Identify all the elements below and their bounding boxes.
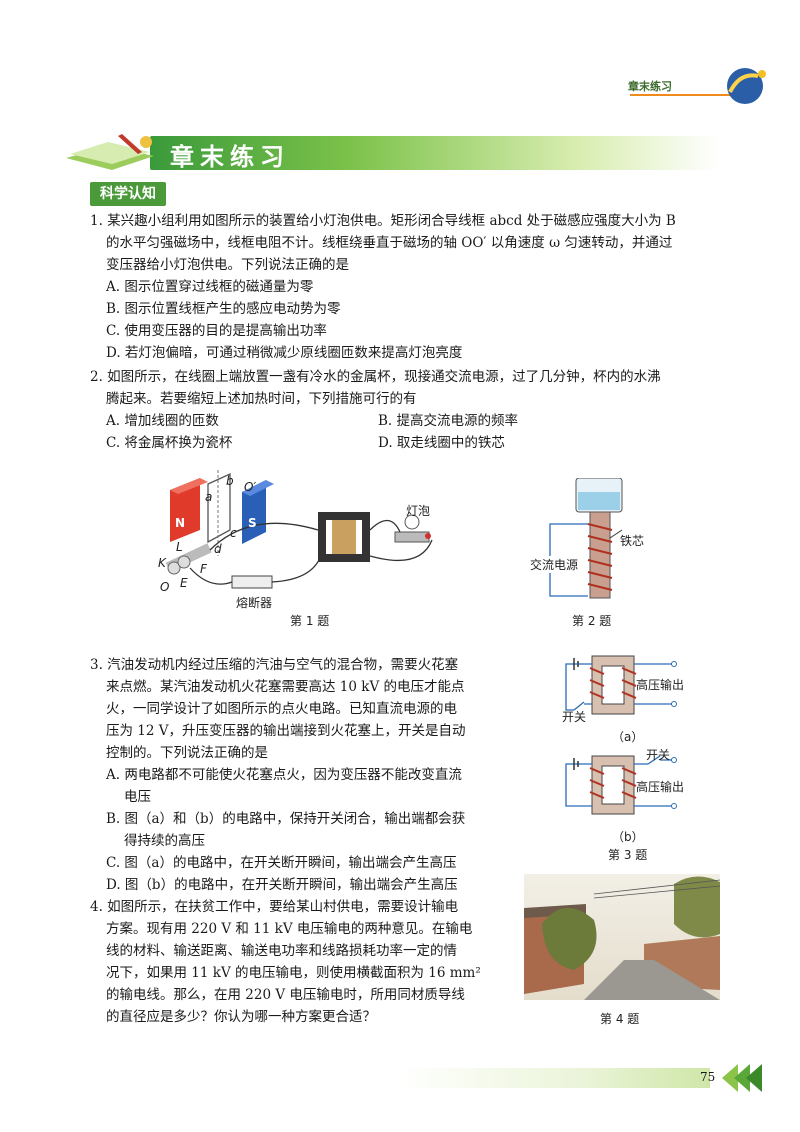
- figure-1-generator-circuit: [165, 470, 433, 589]
- magnet-s-label: S: [248, 516, 257, 530]
- question-3-line-4: 压为 12 V，升压变压器的输出端接到火花塞上，开关是自动: [106, 723, 466, 739]
- figure-2-induction-heater: [549, 478, 623, 599]
- figure-4-village-photo: [524, 874, 720, 1000]
- coil-label-d: d: [214, 542, 222, 556]
- coil-label-b: b: [226, 474, 234, 488]
- question-4-line-5: 的输电线。那么，在用 220 V 电压输电时，所用同材质导线: [106, 987, 465, 1003]
- question-4-line-3: 线的材料、输送距离、输送电功率和线路损耗功率一定的情: [106, 943, 457, 959]
- question-1-option-d: D. 若灯泡偏暗，可通过稍微减少原线圈匝数来提高灯泡亮度: [106, 345, 463, 361]
- question-3-line-5: 控制的。下列说法正确的是: [106, 745, 268, 761]
- figure-3a-tag: （a）: [612, 730, 644, 744]
- brush-label-k: K: [158, 556, 166, 570]
- question-3-option-c: C. 图（a）的电路中，在开关断开瞬间，输出端会产生高压: [106, 855, 457, 871]
- question-2-option-c: C. 将金属杯换为瓷杯: [106, 435, 233, 451]
- question-2-option-d: D. 取走线圈中的铁芯: [378, 435, 505, 451]
- question-2-option-a: A. 增加线圈的匝数: [106, 413, 219, 429]
- page-chevron-icon: [722, 1064, 762, 1092]
- coil-label-a: a: [205, 490, 213, 504]
- open-book-icon: [66, 134, 154, 170]
- figure-3-caption: 第 3 题: [608, 848, 648, 862]
- question-1-line-3: 变压器给小灯泡供电。下列说法正确的是: [106, 257, 349, 273]
- chapter-emblem-icon: [727, 68, 766, 104]
- question-2-line-1: 2. 如图所示，在线圈上端放置一盏有冷水的金属杯，现接通交流电源，过了几分钟，杯…: [90, 369, 661, 385]
- coil-label-c: c: [230, 526, 237, 540]
- figure-1-caption: 第 1 题: [290, 614, 330, 628]
- question-3-option-b: B. 图（a）和（b）的电路中，保持开关闭合，输出端都会获: [106, 811, 466, 827]
- section-tag: 科学认知: [90, 182, 166, 206]
- fuse-label: 熔断器: [236, 596, 273, 610]
- question-4-line-2: 方案。现有用 220 V 和 11 kV 电压输电的两种意见。在输电: [106, 921, 473, 937]
- question-1-line-1: 1. 某兴趣小组利用如图所示的装置给小灯泡供电。矩形闭合导线框 abcd 处于磁…: [90, 213, 676, 229]
- lamp-label: 灯泡: [406, 504, 431, 518]
- question-1-option-b: B. 图示位置线框产生的感应电动势为零: [106, 301, 341, 317]
- question-3-line-1: 3. 汽油发动机内经过压缩的汽油与空气的混合物，需要火花塞: [90, 657, 459, 673]
- figure-3b-switch-label: 开关: [646, 748, 671, 762]
- figure-3b-output-label: 高压输出: [636, 780, 685, 794]
- magnet-n-label: N: [175, 516, 186, 530]
- question-4-line-4: 况下，如果用 11 kV 的电压输电，则使用横截面积为 16 mm²: [106, 965, 481, 981]
- page-number: 75: [700, 1070, 716, 1084]
- figure-3b-tag: （b）: [612, 830, 644, 844]
- question-3-option-a: A. 两电路都不可能使火花塞点火，因为变压器不能改变直流: [106, 767, 462, 783]
- question-4-line-6: 的直径应是多少？你认为哪一种方案更合适？: [106, 1009, 376, 1025]
- question-3-line-3: 火，一同学设计了如图所示的点火电路。已知直流电源的电: [106, 701, 457, 717]
- figure-3b-circuit: [565, 755, 677, 815]
- question-2-option-b: B. 提高交流电源的频率: [378, 413, 519, 429]
- figure-4-caption: 第 4 题: [600, 1012, 640, 1026]
- figure-2-caption: 第 2 题: [572, 614, 612, 628]
- question-3-option-d: D. 图（b）的电路中，在开关断开瞬间，输出端会产生高压: [106, 877, 458, 893]
- ring-label-l: L: [176, 540, 183, 554]
- axis-label-o: O: [160, 580, 170, 594]
- running-header: 章末练习: [628, 80, 672, 93]
- figure-3a-switch-label: 开关: [562, 710, 587, 724]
- question-1-line-2: 的水平匀强磁场中，线框电阻不计。线框绕垂直于磁场的轴 OO′ 以角速度 ω 匀速…: [106, 235, 673, 251]
- question-3-option-b-cont: 得持续的高压: [124, 833, 205, 849]
- question-2-line-2: 腾起来。若要缩短上述加热时间，下列措施可行的有: [106, 391, 417, 407]
- iron-core-label: 铁芯: [620, 534, 645, 548]
- brush-label-e: E: [180, 576, 188, 590]
- question-3-option-a-cont: 电压: [124, 789, 151, 805]
- figure-3a-output-label: 高压输出: [636, 678, 685, 692]
- figure-3a-circuit: [565, 655, 677, 715]
- question-3-line-2: 来点燃。某汽油发动机火花塞需要高达 10 kV 的电压才能点: [106, 679, 465, 695]
- chapter-banner-bar: [150, 136, 720, 170]
- header-rule: [630, 94, 740, 96]
- chapter-title: 章末练习: [170, 143, 290, 171]
- ac-source-label: 交流电源: [530, 556, 579, 573]
- footer-band: [400, 1068, 710, 1088]
- brush-label-f: F: [200, 562, 207, 576]
- question-4-line-1: 4. 如图所示，在扶贫工作中，要给某山村供电，需要设计输电: [90, 899, 459, 915]
- axis-label-o-prime: O′: [244, 480, 257, 494]
- question-1-option-c: C. 使用变压器的目的是提高输出功率: [106, 323, 327, 339]
- question-1-option-a: A. 图示位置穿过线框的磁通量为零: [106, 279, 314, 295]
